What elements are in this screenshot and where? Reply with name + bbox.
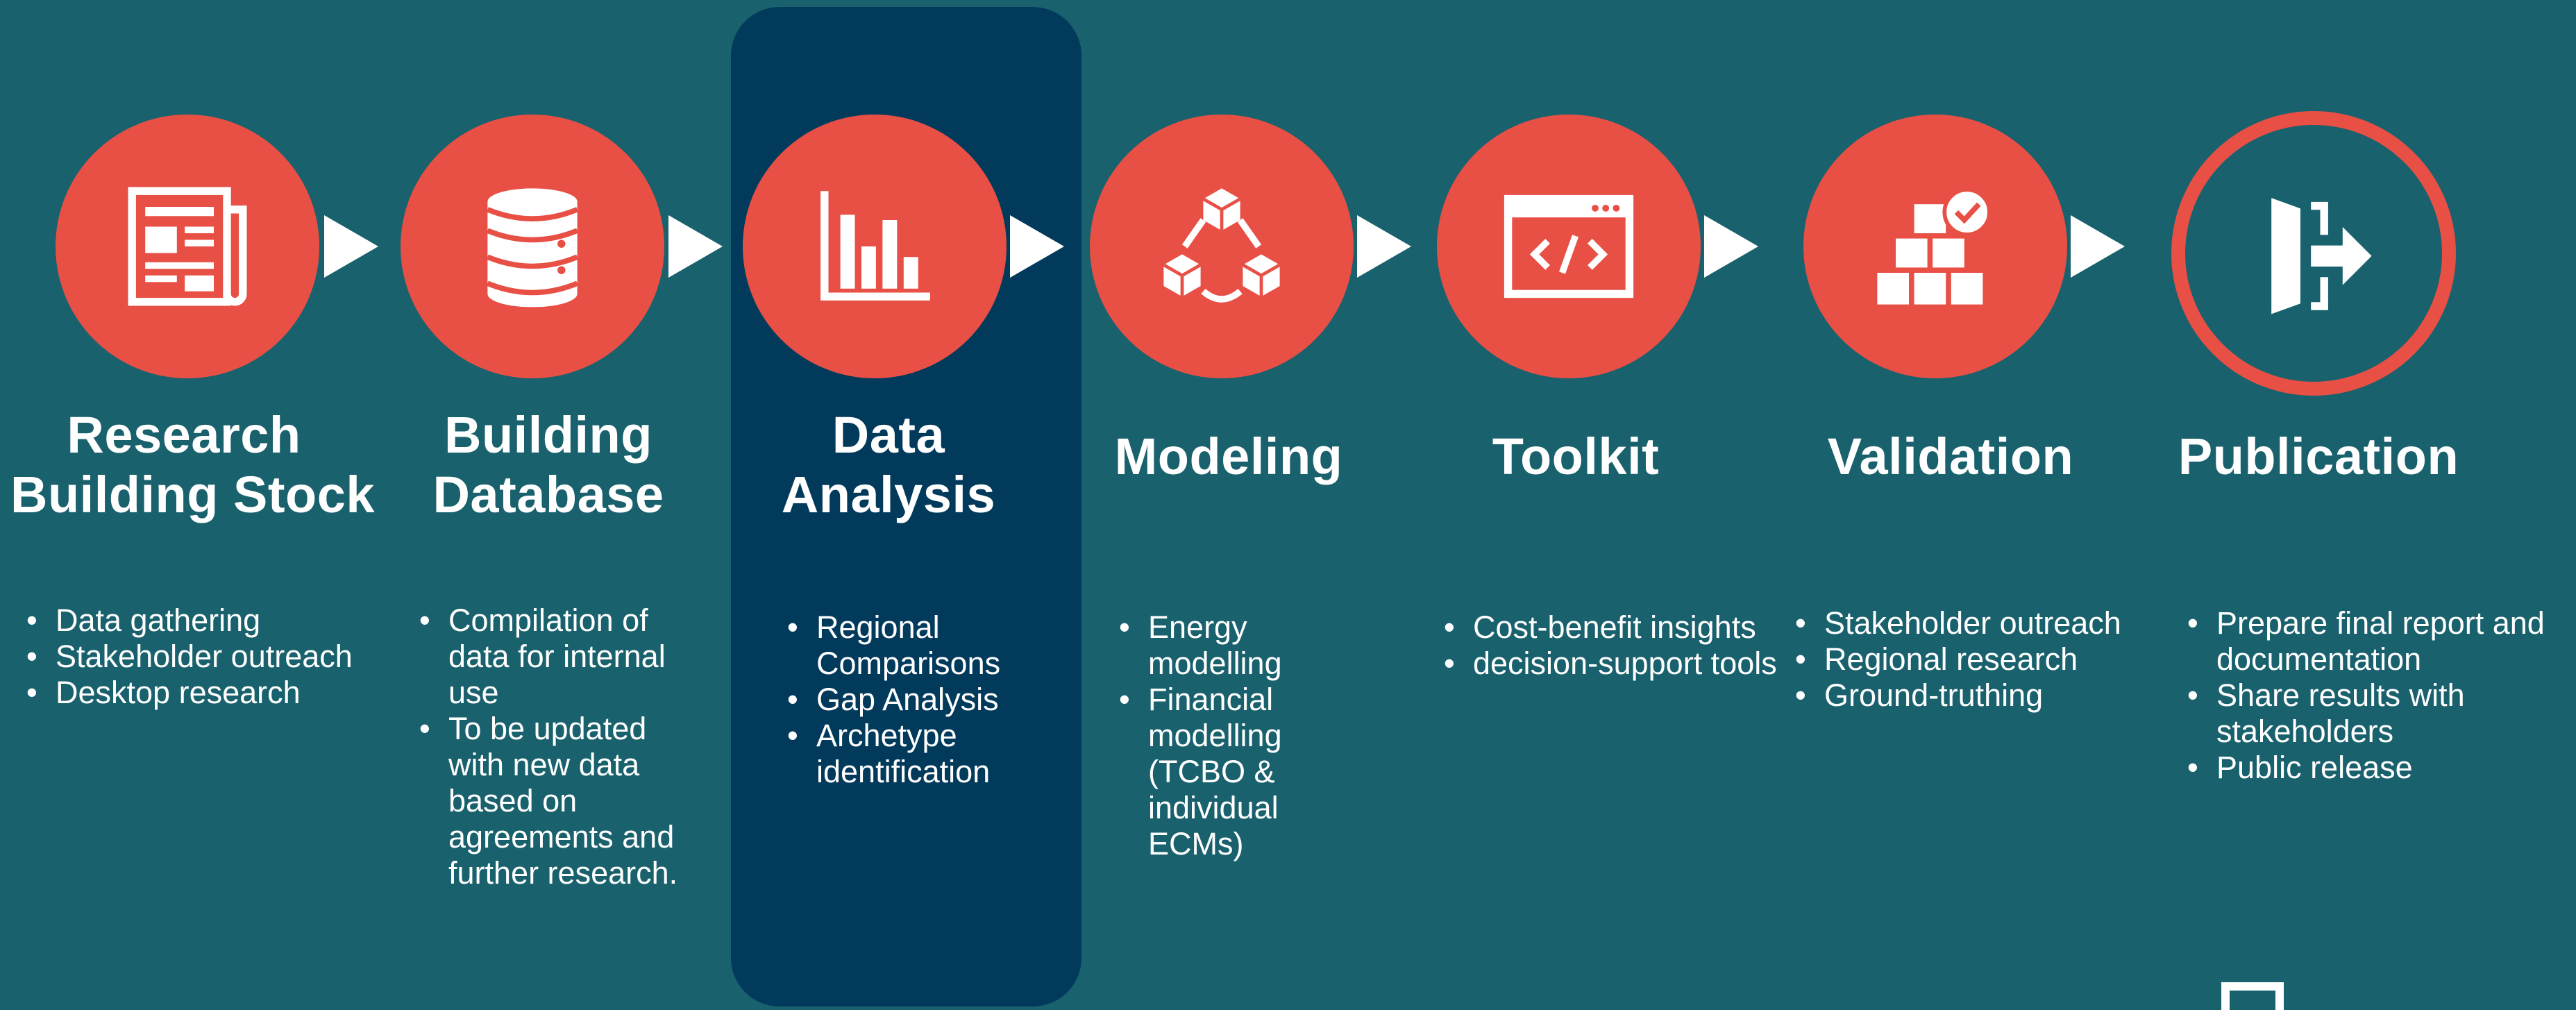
flow-arrow-1 [324,215,378,278]
list-item: Share results with stakeholders [2184,677,2563,750]
bullet-list-validation: Stakeholder outreach Regional research G… [1792,605,2167,714]
list-item: Regional Comparisons [784,609,1062,682]
step-circle-publication [2171,111,2456,396]
flow-arrow-6 [2071,215,2125,278]
step-title-modeling: Modeling [1114,428,1343,485]
corner-logo-fragment [2221,982,2284,1010]
flow-arrow-2 [668,215,723,278]
flow-arrow-5 [1704,215,1758,278]
step-title-validation: Validation [1827,428,2074,485]
list-item: Stakeholder outreach [24,639,385,675]
list-item: Financial modelling (TCBO & individual E… [1116,682,1352,862]
bullet-list-database: Compilation of data for internal use To … [416,603,694,891]
list-item: Data gathering [24,603,385,639]
list-item: Energy modelling [1116,609,1352,682]
list-item: decision-support tools [1441,646,1788,682]
list-item: Gap Analysis [784,682,1062,718]
step-circle-data-analysis [743,115,1007,378]
boxes-check-icon [1877,187,1992,305]
step-title-database: Building Database [432,406,664,523]
list-item: Archetype identification [784,718,1062,790]
database-icon [486,188,579,308]
bullet-list-publication: Prepare final report and documentation S… [2184,605,2563,786]
step-title-data-analysis: Data Analysis [781,406,996,523]
step-circle-validation [1803,115,2067,378]
flow-arrow-4 [1357,215,1411,278]
step-title-publication: Publication [2178,428,2459,485]
bullet-list-modeling: Energy modelling Financial modelling (TC… [1116,609,1352,862]
step-circle-research [56,115,319,378]
list-item: Stakeholder outreach [1792,605,2167,641]
code-window-icon [1504,194,1634,298]
step-title-research: Research Building Stock [10,406,375,523]
step-circle-database [401,115,664,378]
step-title-toolkit: Toolkit [1492,428,1660,485]
list-item: Cost-benefit insights [1441,609,1788,646]
bullet-list-data-analysis: Regional Comparisons Gap Analysis Archet… [784,609,1062,790]
list-item: Prepare final report and documentation [2184,605,2563,677]
bar-chart-icon [820,191,930,301]
bullet-list-research: Data gathering Stakeholder outreach Desk… [24,603,385,711]
list-item: Desktop research [24,675,385,711]
bullet-list-toolkit: Cost-benefit insights decision-support t… [1441,609,1788,682]
newspaper-icon [128,187,247,306]
list-item: To be updated with new data based on agr… [416,711,694,891]
step-circle-modeling [1090,115,1354,378]
cubes-network-icon [1163,188,1281,303]
step-circle-toolkit [1437,115,1701,378]
list-item: Ground-truthing [1792,677,2167,714]
list-item: Compilation of data for internal use [416,603,694,711]
list-item: Regional research [1792,641,2167,677]
list-item: Public release [2184,750,2563,786]
exit-arrow-icon [2271,198,2372,314]
flow-arrow-3 [1010,215,1064,278]
